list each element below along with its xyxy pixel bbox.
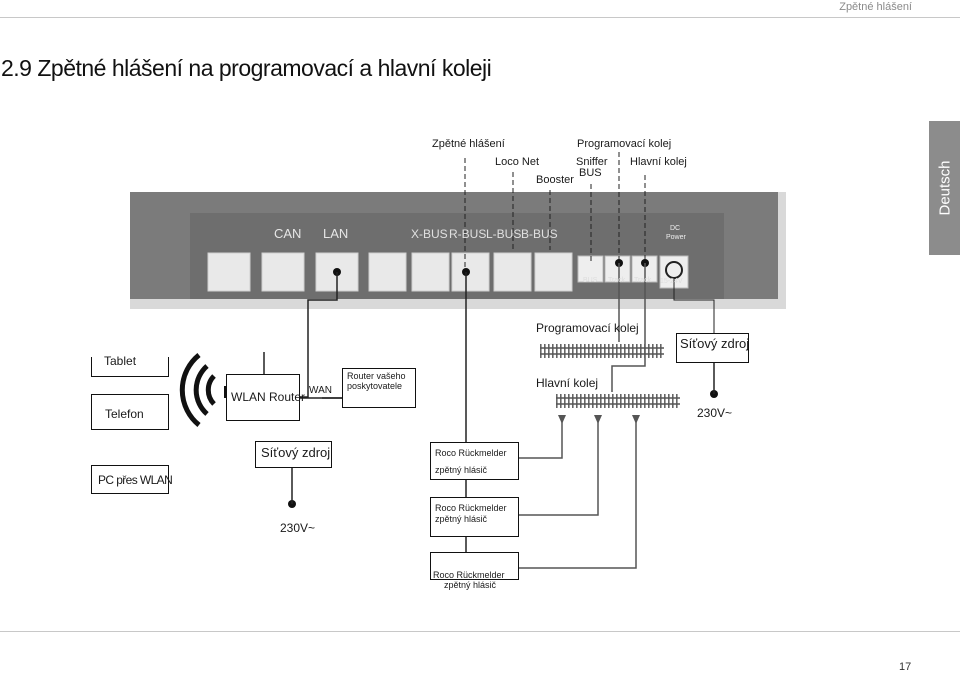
label-loconet: Loco Net: [495, 156, 540, 168]
pc-box: PC přes WLAN: [91, 465, 173, 494]
header-rule: [0, 17, 960, 18]
label-lan: LAN: [323, 226, 349, 241]
label-rbus: R-BUS: [449, 227, 487, 241]
port-can: [207, 252, 251, 292]
label-main-track: Hlavní kolej: [536, 376, 599, 390]
feedback-module-3: Roco Rückmelder: [430, 552, 519, 580]
wlan-router-label: WLAN Router: [231, 390, 306, 404]
label-programming-track-top: Programovací kolej: [577, 138, 672, 150]
feedback-2-line-1: Roco Rückmelder: [435, 503, 507, 513]
port-r: [368, 252, 407, 292]
label-sniffer-bus: BUS: [579, 167, 602, 179]
footer-rule: [0, 631, 960, 632]
power-supply-left: Síťový zdroj: [255, 441, 332, 468]
voltage-left: 230V~: [280, 521, 316, 535]
feedback-3-line-1: Roco Rückmelder: [433, 570, 505, 580]
running-head: Zpětné hlášení: [839, 1, 912, 13]
feedback-3-line-2: zpětný hlásič: [444, 580, 497, 590]
label-power: Power: [666, 234, 686, 241]
wan-label: WAN: [309, 385, 332, 396]
feedback-1-line-1: Roco Rückmelder: [435, 448, 507, 458]
provider-router-box: Router vašeho poskytovatele: [342, 368, 416, 408]
power-supply-right-label: Síťový zdroj: [680, 336, 750, 351]
programming-track: [540, 344, 664, 358]
terminal-label-track-2: Track: [634, 277, 652, 284]
power-supply-left-label: Síťový zdroj: [261, 445, 331, 460]
label-xbus: X-BUS: [411, 227, 448, 241]
tablet-box: [91, 357, 169, 377]
port-b2: [493, 252, 532, 292]
page-title: 2.9 Zpětné hlášení na programovací a hla…: [1, 55, 492, 81]
wlan-router-box: WLAN Router: [226, 374, 305, 421]
feedback-module-1: Roco Rückmelder zpětný hlásič: [430, 442, 519, 480]
label-main-track-top: Hlavní kolej: [630, 156, 687, 168]
tablet-label: Tablet: [104, 354, 137, 368]
voltage-right: 230V~: [697, 406, 733, 420]
terminal-label-voltage: 15-24V: [660, 278, 683, 285]
main-track: [556, 394, 680, 408]
label-feedback: Zpětné hlášení: [432, 138, 505, 150]
port-b1: [451, 252, 490, 292]
page-number: 17: [899, 661, 912, 673]
port-lan: [261, 252, 305, 292]
language-tab[interactable]: Deutsch: [929, 121, 960, 255]
label-programming-track: Programovací kolej: [536, 321, 639, 335]
port-b3: [534, 252, 573, 292]
label-booster: Booster: [536, 174, 574, 186]
feedback-2-line-2: zpětný hlásič: [435, 514, 488, 524]
terminal-label-bus: BUS: [583, 277, 598, 284]
label-lbus: L-BUS: [486, 227, 522, 241]
port-l: [411, 252, 450, 292]
phone-label: Telefon: [105, 407, 144, 421]
label-dc: DC: [670, 225, 681, 232]
label-bbus: B-BUS: [521, 227, 558, 241]
feedback-module-2: Roco Rückmelder zpětný hlásič: [430, 497, 519, 537]
terminal-label-track-1: Track: [608, 277, 626, 284]
phone-box: [91, 394, 169, 430]
provider-router-line-1: Router vašeho: [347, 371, 406, 381]
feedback-1-line-2: zpětný hlásič: [435, 465, 488, 475]
pc-label: PC přes WLAN: [98, 473, 173, 487]
label-can: CAN: [274, 226, 302, 241]
provider-router-line-2: poskytovatele: [347, 381, 403, 391]
power-supply-right: Síťový zdroj: [676, 333, 749, 363]
tablet-phone-group: Tablet Telefon: [91, 354, 169, 430]
label-sniffer: Sniffer: [576, 156, 608, 168]
